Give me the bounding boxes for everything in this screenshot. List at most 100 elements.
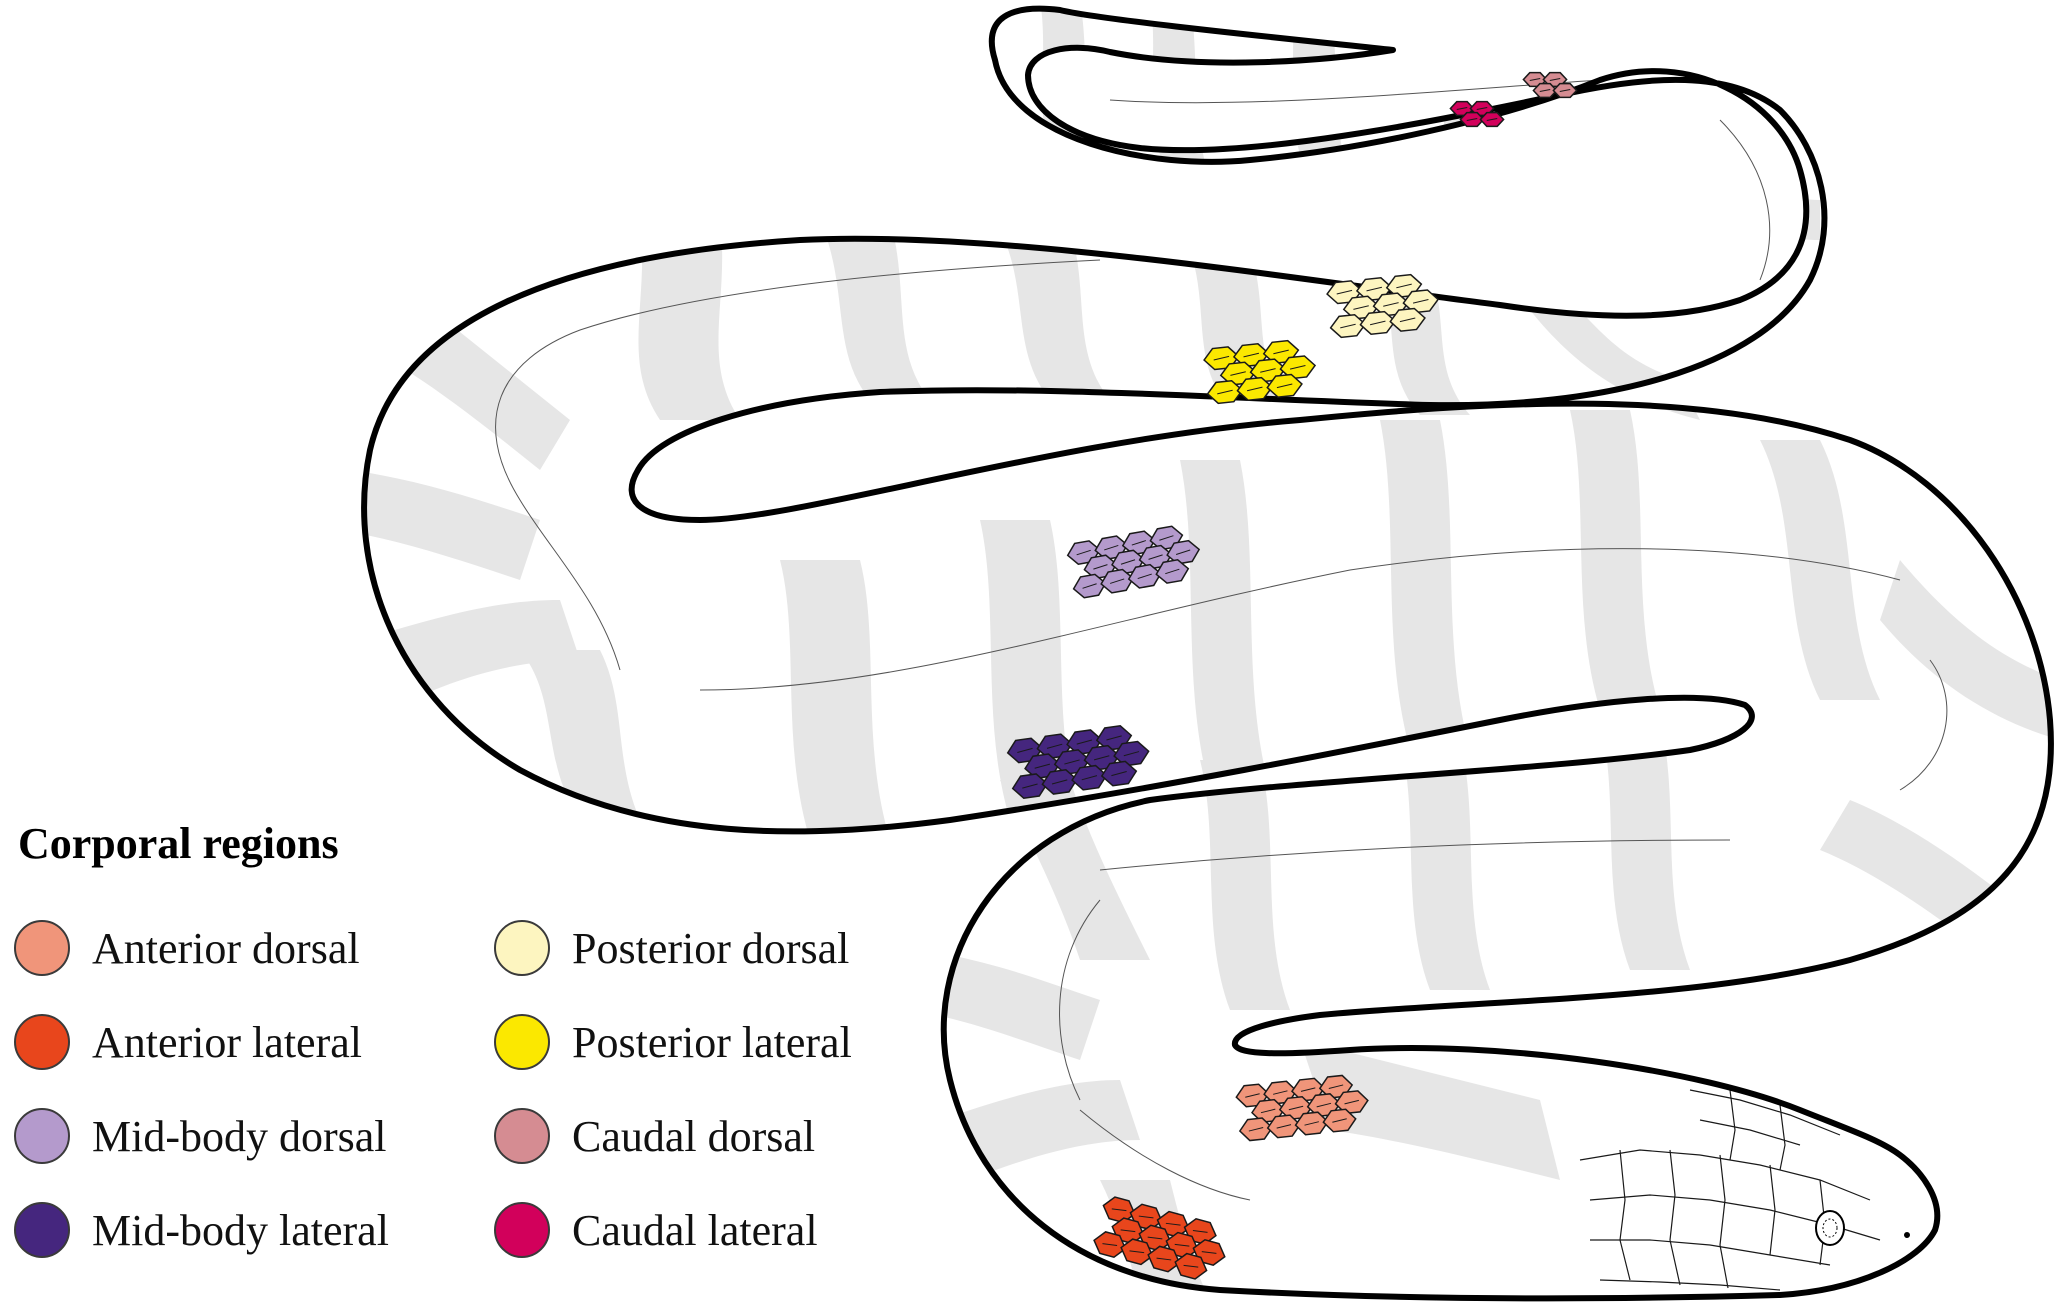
scale-keel (1174, 1243, 1190, 1247)
scale-keel (1539, 89, 1551, 92)
scale-keel (1412, 298, 1429, 304)
midbody-lateral-patch (1006, 724, 1150, 800)
body-midlines (495, 79, 1948, 1201)
legend-label: Anterior lateral (92, 1017, 362, 1067)
scale-keel (1273, 1090, 1288, 1095)
scale-keel (1476, 107, 1488, 110)
scale-keel (1248, 1127, 1264, 1132)
scale-keel (1559, 89, 1571, 92)
scale-keel (1260, 1108, 1276, 1114)
caudal-dorsal-swatch (494, 1108, 550, 1164)
scale-keel (1288, 1105, 1304, 1111)
scale-keel (1276, 383, 1293, 389)
scale-keel (1120, 559, 1136, 565)
scale-keel (1129, 1250, 1145, 1254)
scale-keel (1466, 118, 1478, 121)
scale-keel (1022, 783, 1038, 789)
scale-keel (1399, 317, 1416, 323)
anterior-lateral-swatch (14, 1014, 70, 1070)
scale-keel (1147, 1236, 1163, 1240)
legend-item-midbody-dorsal: Mid-body dorsal (14, 1104, 387, 1168)
legend-label: Caudal lateral (572, 1205, 818, 1255)
scale-keel (1328, 1084, 1344, 1089)
posterior-lateral-patch (1203, 339, 1317, 405)
scale-keel (1529, 78, 1541, 81)
scale-keel (1034, 763, 1051, 769)
legend-label: Posterior lateral (572, 1017, 852, 1067)
eye-pupil (1822, 1218, 1838, 1238)
scale-keel (1093, 564, 1108, 570)
scale-keel (1383, 302, 1399, 307)
legend-item-anterior-lateral: Anterior lateral (14, 1010, 362, 1074)
scale-keel (1245, 1093, 1260, 1098)
scale-keel (1081, 775, 1098, 781)
scale-keel (1300, 1087, 1316, 1092)
scale-keel (1336, 289, 1353, 295)
scale-keel (1138, 1215, 1154, 1219)
scale-keel (1304, 1121, 1319, 1126)
scale-keel (1111, 1208, 1127, 1212)
scale-keel (1192, 1230, 1208, 1233)
scale-keel (1273, 349, 1289, 355)
scale-keel (1396, 283, 1412, 289)
caudal-lateral-swatch (494, 1202, 550, 1258)
anterior-lateral-patch (1093, 1196, 1226, 1280)
scale-keel (1316, 1102, 1332, 1108)
scale-keel (1260, 368, 1276, 373)
scale-keel (1486, 118, 1498, 121)
scale-keel (1051, 779, 1068, 785)
scale-keel (1064, 759, 1080, 765)
snake-body (361, 5, 2054, 1302)
body-outline (361, 5, 2054, 1302)
scale-keel (1332, 1118, 1347, 1123)
midbody-dorsal-swatch (14, 1108, 70, 1164)
scale-keel (1106, 735, 1122, 741)
legend-item-caudal-lateral: Caudal lateral (494, 1198, 818, 1262)
legend-item-posterior-dorsal: Posterior dorsal (494, 916, 849, 980)
scale-keel (1165, 568, 1180, 575)
scale-keel (1082, 583, 1097, 589)
eye-icon (1815, 1210, 1845, 1246)
scale-keel (1111, 770, 1127, 777)
legend-label: Mid-body dorsal (92, 1111, 387, 1161)
caudal-lateral-patch (1449, 100, 1505, 128)
legend-label: Anterior dorsal (92, 923, 360, 973)
legend-item-midbody-lateral: Mid-body lateral (14, 1198, 389, 1262)
scale-keel (1340, 323, 1356, 329)
scale-keel (1104, 544, 1119, 551)
anterior-dorsal-swatch (14, 920, 70, 976)
legend-label: Posterior dorsal (572, 923, 850, 973)
scale-keel (1165, 1222, 1181, 1226)
scale-patches (1006, 71, 1578, 1280)
scale-keel (1102, 1243, 1118, 1246)
legend-label: Caudal dorsal (572, 1111, 816, 1161)
scale-keel (1183, 1264, 1199, 1268)
scale-keel (1156, 1257, 1172, 1261)
caudal-dorsal-patch (1522, 71, 1578, 99)
scale-keel (1246, 386, 1263, 392)
scale-keel (1131, 540, 1147, 546)
scale-keel (1017, 747, 1033, 754)
posterior-dorsal-patch (1326, 273, 1440, 339)
scale-keel (1076, 739, 1093, 745)
scale-keel (1148, 554, 1163, 560)
scale-keel (1289, 364, 1306, 370)
scale-keel (1217, 389, 1233, 395)
posterior-dorsal-swatch (494, 920, 550, 976)
midbody-dorsal-patch (1066, 525, 1201, 599)
scale-keel (1046, 743, 1063, 749)
nostril-icon (1904, 1232, 1910, 1238)
scale-keel (1230, 371, 1246, 376)
scale-keel (1076, 549, 1091, 556)
legend-item-caudal-dorsal: Caudal dorsal (494, 1104, 815, 1168)
scale-keel (1344, 1099, 1359, 1105)
scale-keel (1109, 578, 1125, 584)
scale-keel (1369, 320, 1386, 326)
legend-title: Corporal regions (18, 819, 339, 868)
legend-label: Mid-body lateral (92, 1205, 389, 1255)
scale-keel (1175, 549, 1191, 556)
scale-keel (1456, 107, 1468, 110)
scale-keel (1123, 751, 1140, 757)
legend-item-posterior-lateral: Posterior lateral (494, 1010, 852, 1074)
